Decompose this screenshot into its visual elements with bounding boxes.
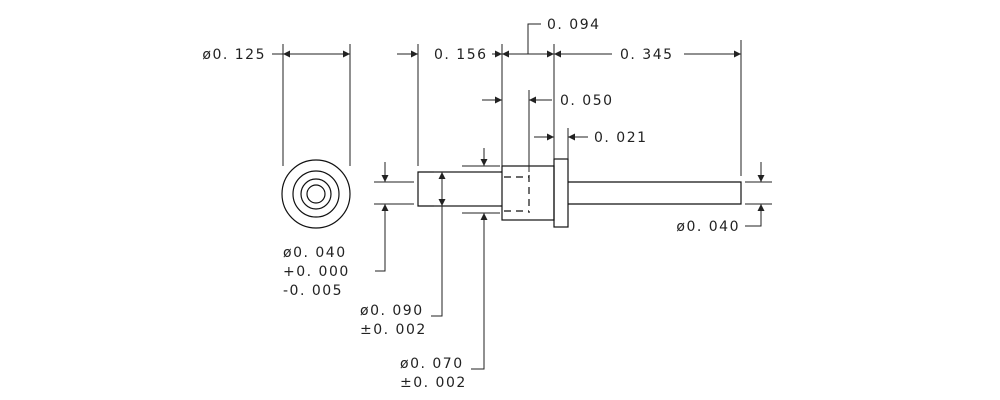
dim-pin-diameter: ø0. 040 bbox=[676, 162, 772, 235]
end-view-inner-circle bbox=[306, 184, 326, 204]
socket-diameter-upper-tol: +0. 000 bbox=[283, 264, 350, 280]
dim-tail-diameter: ø0. 070 ±0. 002 bbox=[400, 148, 500, 391]
tail-diameter-tol: ±0. 002 bbox=[400, 375, 467, 391]
tail-length-label: 0. 156 bbox=[434, 47, 488, 63]
dim-socket-diameter: ø0. 040 +0. 000 -0. 005 bbox=[283, 162, 414, 299]
flange-thickness-label: 0. 021 bbox=[594, 130, 648, 146]
flange-offset-label: 0. 094 bbox=[547, 17, 601, 33]
dim-tail-length: 0. 156 bbox=[397, 44, 502, 166]
pin-section bbox=[568, 181, 742, 205]
tail-diameter-nominal: ø0. 070 bbox=[400, 356, 464, 372]
socket-diameter-lower-tol: -0. 005 bbox=[283, 283, 343, 299]
pin-diameter-label: ø0. 040 bbox=[676, 219, 740, 235]
end-view-circle-3 bbox=[300, 178, 332, 210]
flange bbox=[553, 158, 569, 228]
body-section bbox=[501, 165, 555, 221]
dim-pin-length: 0. 345 bbox=[554, 40, 742, 176]
socket-depth-label: 0. 050 bbox=[560, 93, 614, 109]
side-view bbox=[417, 158, 742, 228]
dim-flange-offset: 0. 094 bbox=[501, 17, 601, 166]
end-view-circle-2 bbox=[292, 170, 340, 218]
dim-flange-thickness: 0. 021 bbox=[534, 128, 648, 159]
dim-head-diameter: ø0. 125 bbox=[202, 44, 351, 166]
body-diameter-nominal: ø0. 090 bbox=[360, 303, 424, 319]
dim-body-diameter: ø0. 090 ±0. 002 bbox=[360, 171, 500, 338]
end-view bbox=[281, 159, 351, 229]
dim-socket-depth: 0. 050 bbox=[482, 90, 614, 172]
tail-section bbox=[417, 171, 502, 207]
head-diameter-label: ø0. 125 bbox=[202, 47, 266, 63]
pin-length-label: 0. 345 bbox=[620, 47, 674, 63]
socket-diameter-nominal: ø0. 040 bbox=[283, 245, 347, 261]
end-view-outer-circle bbox=[281, 159, 351, 229]
body-diameter-tol: ±0. 002 bbox=[360, 322, 427, 338]
